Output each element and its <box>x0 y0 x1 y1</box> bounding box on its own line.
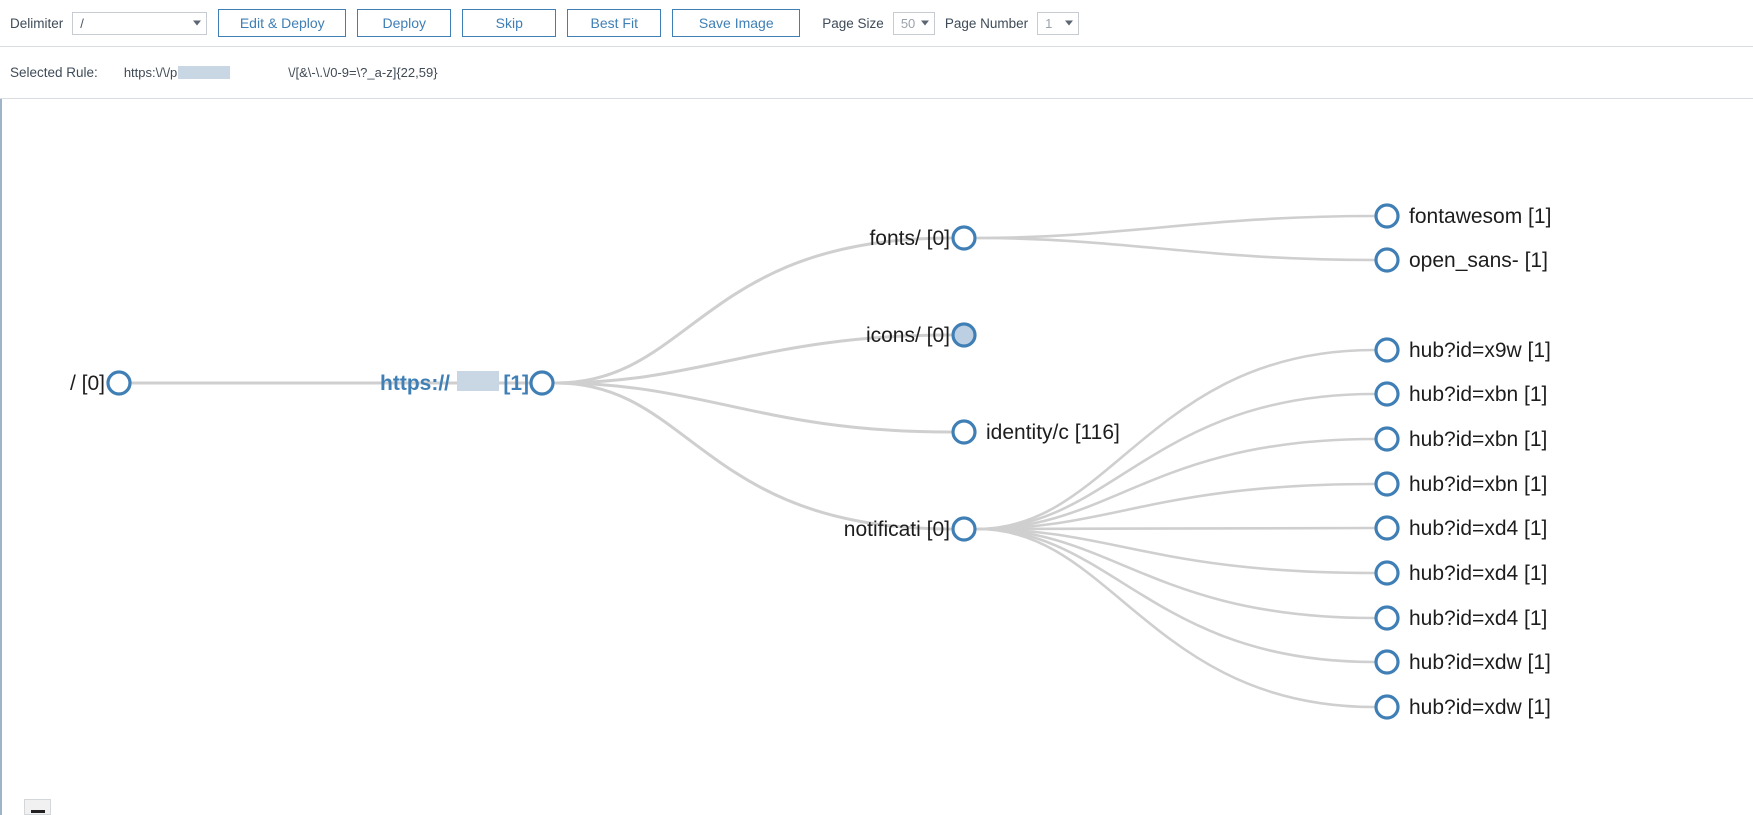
skip-button[interactable]: Skip <box>462 9 557 37</box>
tree-leaf-8[interactable]: hub?id=xd4 [1] <box>1374 605 1547 631</box>
node-label-fonts: fonts/ [0] <box>869 227 950 250</box>
node-label-identity: identity/c [116] <box>986 421 1120 444</box>
node-circle-leaf[interactable] <box>1374 560 1400 586</box>
node-circle-leaf[interactable] <box>1374 605 1400 631</box>
node-label-leaf: hub?id=xbn [1] <box>1409 383 1547 406</box>
tree-leaf-10[interactable]: hub?id=xdw [1] <box>1374 694 1551 720</box>
selected-rule-prefix: https:\/\/p <box>123 65 178 80</box>
link-selected-to-fonts <box>554 236 952 385</box>
status-widget[interactable] <box>24 799 51 815</box>
link-notification-to-leaf-2 <box>976 392 1376 531</box>
tree-leaf-7[interactable]: hub?id=xd4 [1] <box>1374 560 1547 586</box>
selected-rule-bar: Selected Rule: https:\/\/p \/[&\-\.\/0-9… <box>0 47 1753 99</box>
selected-rule-label: Selected Rule: <box>10 65 98 80</box>
tree-leaf-9[interactable]: hub?id=xdw [1] <box>1374 649 1551 675</box>
node-label-leaf: open_sans- [1] <box>1409 249 1548 272</box>
page-number-label: Page Number <box>944 15 1029 31</box>
tree-links <box>130 214 1376 709</box>
node-circle-icons[interactable] <box>951 322 977 348</box>
node-label-leaf: hub?id=xdw [1] <box>1409 696 1551 719</box>
tree-node-notification[interactable]: notificati [0] <box>844 516 977 542</box>
redacted-node-block <box>457 371 499 391</box>
tree-leaf-4[interactable]: hub?id=xbn [1] <box>1374 426 1547 452</box>
node-circle-leaf[interactable] <box>1374 247 1400 273</box>
node-circle-leaf[interactable] <box>1374 337 1400 363</box>
node-label-leaf: hub?id=xbn [1] <box>1409 428 1547 451</box>
node-label-root: / [0] <box>70 372 105 395</box>
save-image-button[interactable]: Save Image <box>672 9 801 37</box>
tree-node-identity[interactable]: identity/c [116] <box>951 419 1120 445</box>
tree-node-selected[interactable]: https:// [1] <box>380 370 555 396</box>
tree-canvas[interactable]: / [0] https:// [1] fonts/ [0] icons/ [0] <box>0 99 1753 815</box>
tree-leaf-6[interactable]: hub?id=xd4 [1] <box>1374 515 1547 541</box>
status-widget-bar <box>31 810 45 813</box>
node-label-leaf: hub?id=xbn [1] <box>1409 473 1547 496</box>
page-size-select-value: 50 <box>900 15 916 31</box>
link-notification-to-leaf-7 <box>976 527 1376 620</box>
node-circle-root[interactable] <box>106 370 132 396</box>
link-notification-to-leaf-8 <box>976 527 1376 664</box>
node-label-selected-count: [1] <box>503 372 529 395</box>
link-selected-to-notification <box>554 381 952 531</box>
link-notification-to-leaf-5 <box>976 526 1376 531</box>
link-notification-to-leaf-1 <box>976 348 1376 531</box>
selected-rule-value: https:\/\/p \/[&\-\.\/0-9=\?_a-z]{22,59} <box>124 65 438 80</box>
link-selected-to-identity <box>554 381 952 434</box>
node-label-leaf: hub?id=xdw [1] <box>1409 651 1551 674</box>
tree-node-icons[interactable]: icons/ [0] <box>866 322 977 348</box>
page-size-select[interactable]: 50 <box>892 11 935 35</box>
node-circle-leaf[interactable] <box>1374 471 1400 497</box>
tree-leaf-2[interactable]: hub?id=x9w [1] <box>1374 337 1551 363</box>
link-fonts-to-fontawesome <box>976 214 1376 240</box>
node-label-notification: notificati [0] <box>844 518 950 541</box>
redacted-domain-block <box>178 66 231 79</box>
link-fonts-to-opensans <box>976 236 1376 262</box>
tree-leaf-3[interactable]: hub?id=xbn [1] <box>1374 381 1547 407</box>
node-circle-selected[interactable] <box>529 370 555 396</box>
page-number-select-value: 1 <box>1045 15 1053 31</box>
tree-svg[interactable]: / [0] https:// [1] fonts/ [0] icons/ [0] <box>2 99 1753 815</box>
node-label-icons: icons/ [0] <box>866 324 950 347</box>
node-label-leaf: hub?id=xd4 [1] <box>1409 562 1547 585</box>
node-circle-fonts[interactable] <box>951 225 977 251</box>
edit-and-deploy-button[interactable]: Edit & Deploy <box>218 9 347 37</box>
node-circle-notification[interactable] <box>951 516 977 542</box>
node-circle-leaf[interactable] <box>1374 649 1400 675</box>
link-selected-to-icons <box>554 333 952 385</box>
node-label-leaf: hub?id=xd4 [1] <box>1409 607 1547 630</box>
link-notification-to-leaf-3 <box>976 437 1376 531</box>
node-circle-leaf[interactable] <box>1374 426 1400 452</box>
node-circle-leaf[interactable] <box>1374 694 1400 720</box>
node-label-selected-prefix: https:// <box>380 372 450 395</box>
delimiter-select-value: / <box>80 15 84 31</box>
link-notification-to-leaf-4 <box>976 482 1376 531</box>
node-circle-identity[interactable] <box>951 419 977 445</box>
node-label-leaf: hub?id=x9w [1] <box>1409 339 1551 362</box>
node-circle-leaf[interactable] <box>1374 203 1400 229</box>
link-notification-to-leaf-9 <box>976 527 1376 709</box>
page-size-label: Page Size <box>822 15 884 31</box>
node-circle-leaf[interactable] <box>1374 515 1400 541</box>
best-fit-button[interactable]: Best Fit <box>567 9 662 37</box>
node-circle-leaf[interactable] <box>1374 381 1400 407</box>
delimiter-select[interactable]: / <box>72 11 208 35</box>
chevron-down-icon <box>920 20 929 26</box>
node-label-leaf: hub?id=xd4 [1] <box>1409 517 1547 540</box>
toolbar: Delimiter / Edit & Deploy Deploy Skip Be… <box>0 0 1753 47</box>
delimiter-label: Delimiter <box>10 15 64 31</box>
link-notification-to-leaf-6 <box>976 527 1376 575</box>
deploy-button[interactable]: Deploy <box>357 9 452 37</box>
chevron-down-icon <box>1065 20 1074 26</box>
chevron-down-icon <box>193 20 202 26</box>
node-label-leaf: fontawesom [1] <box>1409 205 1551 228</box>
tree-leaf-1[interactable]: open_sans- [1] <box>1374 247 1548 273</box>
selected-rule-suffix: \/[&\-\.\/0-9=\?_a-z]{22,59} <box>288 65 438 80</box>
page-number-select[interactable]: 1 <box>1037 11 1080 35</box>
tree-leaf-5[interactable]: hub?id=xbn [1] <box>1374 471 1547 497</box>
tree-node-fonts[interactable]: fonts/ [0] <box>869 225 977 251</box>
tree-node-root[interactable]: / [0] <box>70 370 132 396</box>
tree-leaf-0[interactable]: fontawesom [1] <box>1374 203 1551 229</box>
